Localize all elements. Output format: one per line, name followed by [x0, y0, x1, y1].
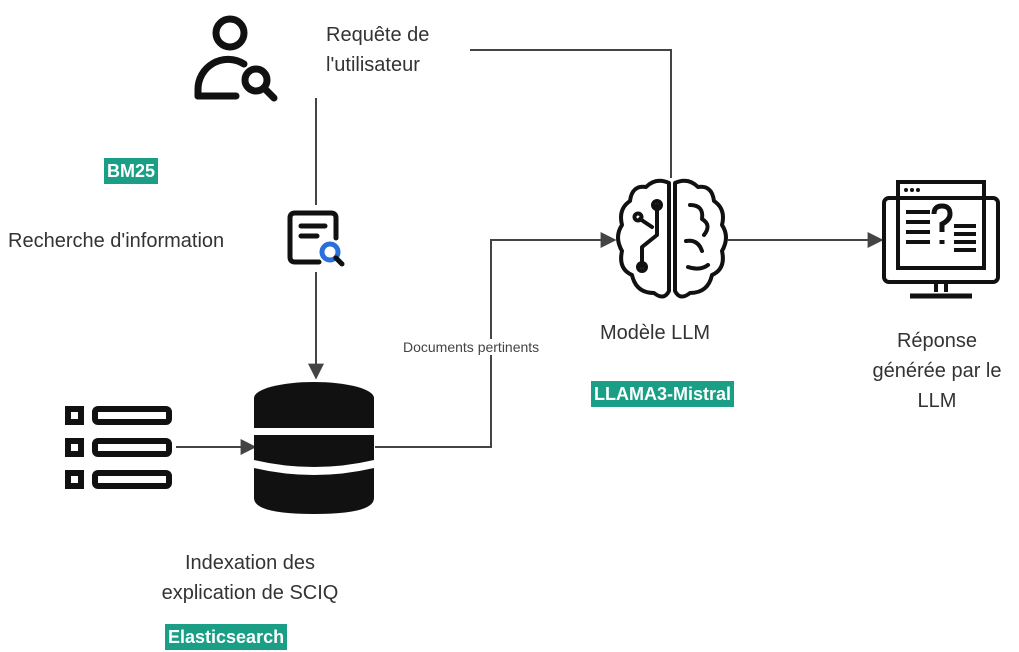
- index-line1: Indexation des: [184, 552, 316, 574]
- llm-tag: LLAMA3-Mistral: [591, 381, 735, 407]
- llm-label: Modèle LLM: [600, 322, 711, 344]
- response-line3: LLM: [917, 390, 957, 412]
- user-search-icon: [194, 15, 278, 102]
- list-icon: [65, 406, 172, 489]
- user-query-label: Requête de l'utilisateur: [326, 20, 429, 80]
- response-line1: Réponse: [896, 330, 978, 352]
- index-line2: explication de SCIQ: [161, 582, 339, 604]
- database-icon: [254, 382, 374, 514]
- index-label: Indexation des explication de SCIQ: [130, 548, 370, 608]
- response-label: Réponse générée par le LLM: [862, 326, 1012, 416]
- user-query-line1: Requête de: [326, 24, 430, 46]
- docs-edge-label: Documents pertinents: [401, 339, 542, 355]
- document-search-icon: [287, 210, 345, 267]
- search-label: Recherche d'information: [8, 230, 225, 252]
- response-line2: générée par le: [872, 360, 1002, 382]
- elasticsearch-tag: Elasticsearch: [165, 624, 288, 650]
- brain-icon: [616, 178, 728, 299]
- user-query-line2: l'utilisateur: [326, 54, 420, 76]
- bm25-tag: BM25: [104, 158, 159, 184]
- computer-question-icon: [882, 180, 1000, 299]
- edge-query-to-llm: [470, 49, 672, 178]
